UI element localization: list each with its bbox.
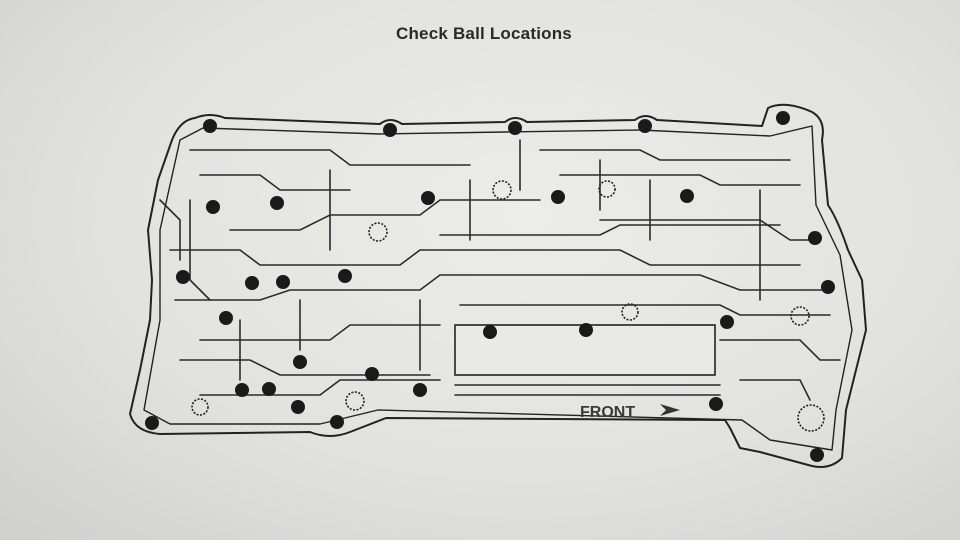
check-ball-ring — [598, 180, 616, 198]
check-ball — [262, 382, 276, 396]
check-ball — [810, 448, 824, 462]
arrowhead-right-icon — [660, 404, 680, 416]
check-ball — [383, 123, 397, 137]
channel — [189, 149, 471, 166]
check-ball — [206, 200, 220, 214]
check-ball — [680, 189, 694, 203]
channel — [199, 324, 441, 341]
channel — [599, 219, 811, 241]
center-window — [454, 324, 716, 376]
check-ball — [291, 400, 305, 414]
check-ball-ring — [790, 306, 810, 326]
fluid-channels — [159, 139, 841, 401]
check-balls — [145, 111, 835, 462]
check-ball — [235, 383, 249, 397]
channel — [539, 149, 791, 161]
check-ball — [421, 191, 435, 205]
check-ball-ring — [368, 222, 388, 242]
check-ball-ring — [492, 180, 512, 200]
check-ball — [483, 325, 497, 339]
channel — [739, 379, 811, 401]
channel — [459, 304, 831, 316]
check-ball — [551, 190, 565, 204]
channel — [159, 199, 181, 261]
check-ball — [219, 311, 233, 325]
channel — [199, 174, 351, 191]
check-ball — [776, 111, 790, 125]
check-ball — [338, 269, 352, 283]
check-ball — [808, 231, 822, 245]
channel — [179, 359, 431, 376]
check-ball — [821, 280, 835, 294]
check-ball — [176, 270, 190, 284]
page-title: Check Ball Locations — [396, 24, 572, 43]
channel — [439, 224, 781, 236]
channel — [169, 249, 801, 266]
channel — [719, 339, 841, 361]
check-ball — [203, 119, 217, 133]
check-ball-ring — [191, 398, 209, 416]
front-label: FRONT — [580, 404, 636, 421]
check-ball — [638, 119, 652, 133]
channel — [559, 174, 801, 186]
check-ball — [720, 315, 734, 329]
check-ball — [579, 323, 593, 337]
check-ball — [709, 397, 723, 411]
check-ball-ring — [797, 404, 825, 432]
plate-outline — [129, 103, 867, 468]
check-ball — [276, 275, 290, 289]
check-ball — [413, 383, 427, 397]
check-ball-ring — [345, 391, 365, 411]
check-ball-ring — [621, 303, 639, 321]
check-ball — [245, 276, 259, 290]
channel — [199, 379, 441, 396]
plate-inner-outline — [143, 125, 853, 451]
check-ball — [508, 121, 522, 135]
check-ball — [330, 415, 344, 429]
check-ball — [270, 196, 284, 210]
check-ball — [293, 355, 307, 369]
channel — [189, 199, 211, 301]
check-ball — [145, 416, 159, 430]
channel — [229, 199, 541, 231]
channel — [174, 274, 831, 301]
check-ball — [365, 367, 379, 381]
